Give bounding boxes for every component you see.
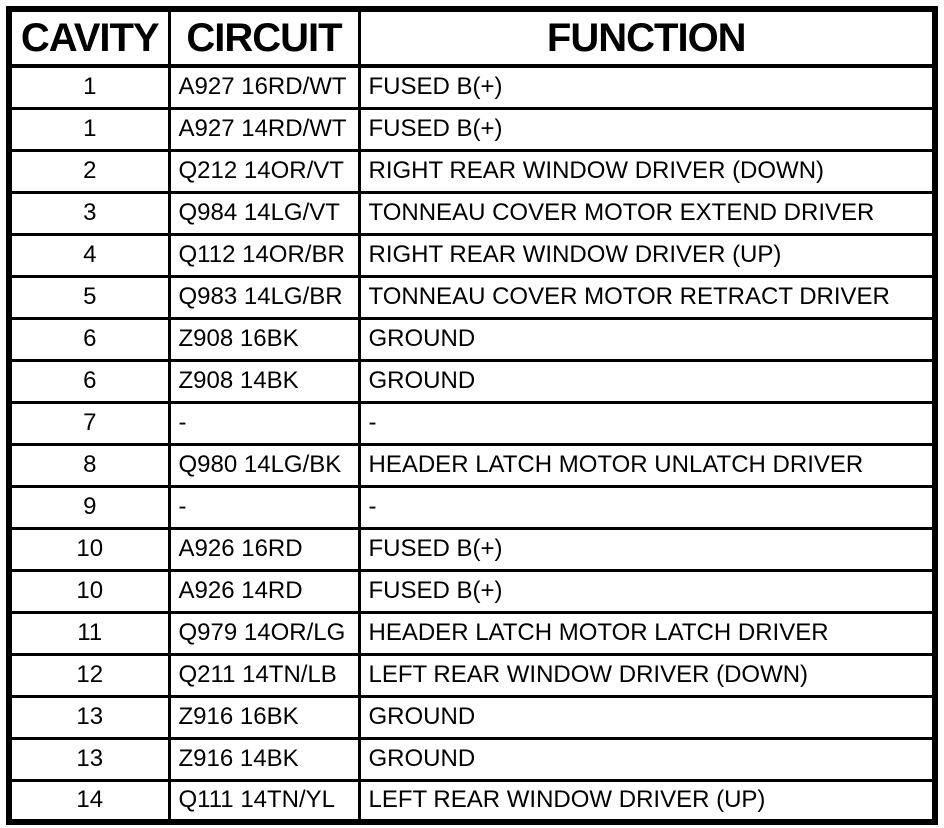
- function-cell: GROUND: [357, 316, 937, 362]
- function-cell: FUSED B(+): [357, 568, 937, 614]
- circuit-cell: Q212 14OR/VT: [167, 148, 361, 194]
- function-cell: GROUND: [357, 358, 937, 404]
- function-cell: FUSED B(+): [357, 526, 937, 572]
- cavity-cell: 10: [7, 526, 171, 572]
- cavity-cell: 7: [7, 400, 171, 446]
- cavity-cell: 6: [7, 358, 171, 404]
- circuit-cell: Q211 14TN/LB: [167, 652, 361, 698]
- function-cell: GROUND: [357, 736, 937, 782]
- header-circuit: CIRCUIT: [167, 7, 361, 68]
- cavity-cell: 9: [7, 484, 171, 530]
- cavity-cell: 14: [7, 778, 171, 824]
- cavity-cell: 12: [7, 652, 171, 698]
- circuit-cell: Q980 14LG/BK: [167, 442, 361, 488]
- header-function: FUNCTION: [357, 7, 937, 68]
- cavity-cell: 8: [7, 442, 171, 488]
- circuit-cell: Q979 14OR/LG: [167, 610, 361, 656]
- cavity-cell: 10: [7, 568, 171, 614]
- cavity-cell: 3: [7, 190, 171, 236]
- cavity-cell: 13: [7, 694, 171, 740]
- circuit-cell: A927 16RD/WT: [167, 64, 361, 110]
- circuit-cell: Z916 14BK: [167, 736, 361, 782]
- circuit-cell: Q983 14LG/BR: [167, 274, 361, 320]
- cavity-cell: 11: [7, 610, 171, 656]
- function-cell: TONNEAU COVER MOTOR RETRACT DRIVER: [357, 274, 937, 320]
- circuit-cell: Z916 16BK: [167, 694, 361, 740]
- circuit-cell: A926 16RD: [167, 526, 361, 572]
- function-cell: HEADER LATCH MOTOR UNLATCH DRIVER: [357, 442, 937, 488]
- circuit-cell: Q112 14OR/BR: [167, 232, 361, 278]
- circuit-cell: A926 14RD: [167, 568, 361, 614]
- circuit-cell: Q984 14LG/VT: [167, 190, 361, 236]
- circuit-cell: Z908 14BK: [167, 358, 361, 404]
- function-cell: FUSED B(+): [357, 64, 937, 110]
- function-cell: GROUND: [357, 694, 937, 740]
- function-cell: TONNEAU COVER MOTOR EXTEND DRIVER: [357, 190, 937, 236]
- table-row: 7--: [7, 400, 937, 446]
- circuit-cell: Q111 14TN/YL: [167, 778, 361, 824]
- function-cell: RIGHT REAR WINDOW DRIVER (DOWN): [357, 148, 937, 194]
- function-cell: HEADER LATCH MOTOR LATCH DRIVER: [357, 610, 937, 656]
- cavity-cell: 1: [7, 106, 171, 152]
- function-cell: RIGHT REAR WINDOW DRIVER (UP): [357, 232, 937, 278]
- header-row: CAVITY CIRCUIT FUNCTION: [7, 7, 937, 68]
- circuit-cell: Z908 16BK: [167, 316, 361, 362]
- cavity-cell: 2: [7, 148, 171, 194]
- circuit-cell: -: [167, 400, 361, 446]
- cavity-cell: 4: [7, 232, 171, 278]
- circuit-cell: -: [167, 484, 361, 530]
- function-cell: -: [357, 400, 937, 446]
- function-cell: FUSED B(+): [357, 106, 937, 152]
- function-cell: LEFT REAR WINDOW DRIVER (UP): [357, 778, 937, 824]
- table-header: CAVITY CIRCUIT FUNCTION: [7, 7, 937, 68]
- circuit-cell: A927 14RD/WT: [167, 106, 361, 152]
- cavity-cell: 1: [7, 64, 171, 110]
- header-cavity: CAVITY: [7, 7, 171, 68]
- cavity-cell: 13: [7, 736, 171, 782]
- cavity-cell: 6: [7, 316, 171, 362]
- function-cell: -: [357, 484, 937, 530]
- table-row: 9--: [7, 484, 937, 530]
- function-cell: LEFT REAR WINDOW DRIVER (DOWN): [357, 652, 937, 698]
- cavity-cell: 5: [7, 274, 171, 320]
